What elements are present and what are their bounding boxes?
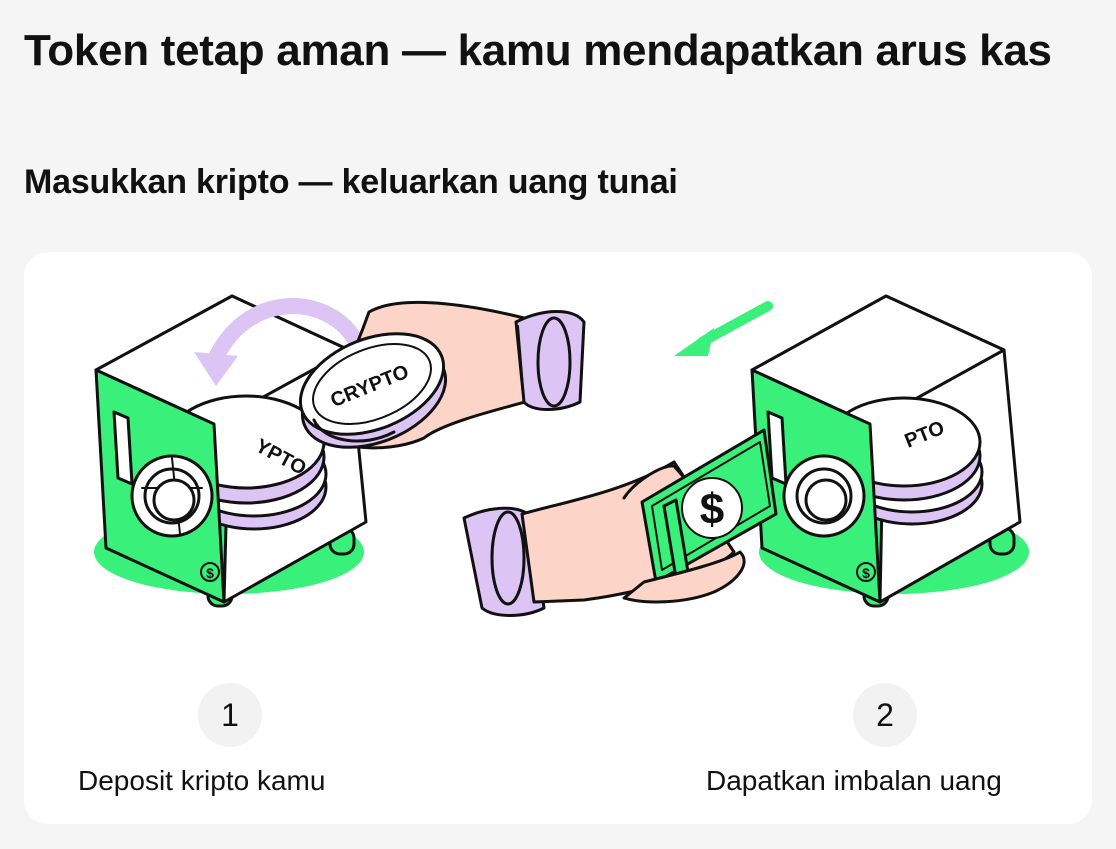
safe-logo-left: $ xyxy=(206,565,214,581)
step-1-label: Deposit kripto kamu xyxy=(78,765,326,796)
page-title: Token tetap aman — kamu mendapatkan arus… xyxy=(24,26,1052,75)
steps-illustration: YPTO $ xyxy=(94,294,1029,617)
hand-giving-coin-illustration: CRYPTO xyxy=(298,301,586,450)
step-1-number-badge: 1 xyxy=(198,683,262,747)
safe-right-illustration: PTO $ xyxy=(750,294,1029,608)
hand-receiving-cash-illustration: $ xyxy=(462,428,778,617)
step-2-number-badge: 2 xyxy=(853,683,917,747)
safe-logo-right: $ xyxy=(862,565,870,581)
steps-card: YPTO $ xyxy=(24,252,1092,824)
step-2-number: 2 xyxy=(876,696,894,733)
deposit-arrow-icon xyxy=(194,298,362,386)
dollar-sign-icon: $ xyxy=(700,485,724,534)
page-subtitle: Masukkan kripto — keluarkan uang tunai xyxy=(24,163,678,201)
reward-arrow-icon xyxy=(674,301,773,356)
step-2-label: Dapatkan imbalan uang xyxy=(706,765,1002,796)
step-1-number: 1 xyxy=(221,696,239,733)
